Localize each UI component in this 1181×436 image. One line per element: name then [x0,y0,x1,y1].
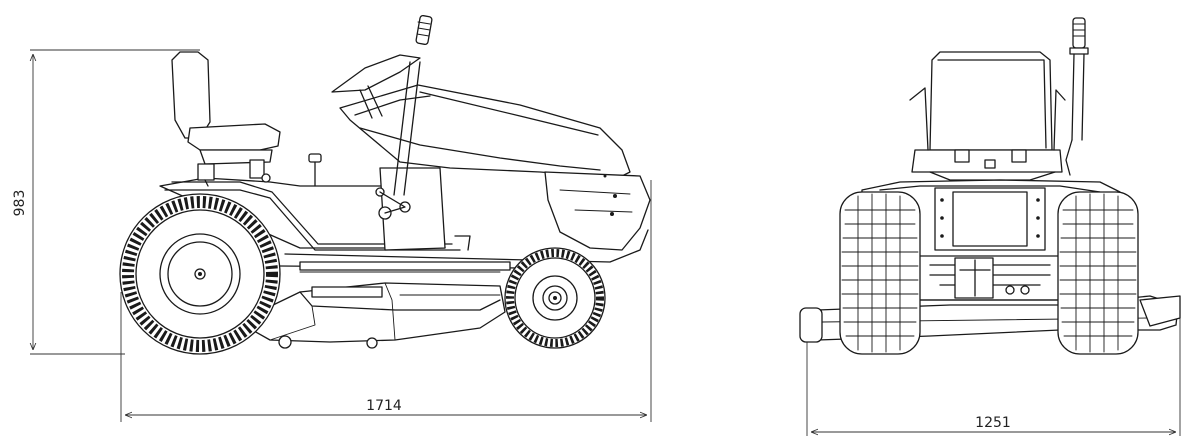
height-dimension-label: 983 [12,190,28,217]
rear-wheel [119,193,281,355]
front-right-tire [1057,191,1139,355]
steering-assembly [331,14,433,220]
levers [261,153,322,187]
length-dimension-label: 1714 [366,398,402,414]
width-dimension: 1251 [806,310,1181,436]
length-dimension: 1714 [120,180,652,422]
side-view: 983 1714 [12,14,652,422]
front-left-tire [839,191,921,355]
mower-deck [237,282,506,349]
width-dimension-label: 1251 [975,415,1011,431]
front-body [861,179,1121,301]
front-wheel [504,247,606,349]
front-steering-column [1065,17,1089,176]
chassis [159,177,649,273]
front-view: 1251 [799,17,1181,436]
seat [171,51,281,187]
front-seat [909,51,1066,181]
height-dimension: 983 [12,49,200,355]
hood [339,84,651,251]
